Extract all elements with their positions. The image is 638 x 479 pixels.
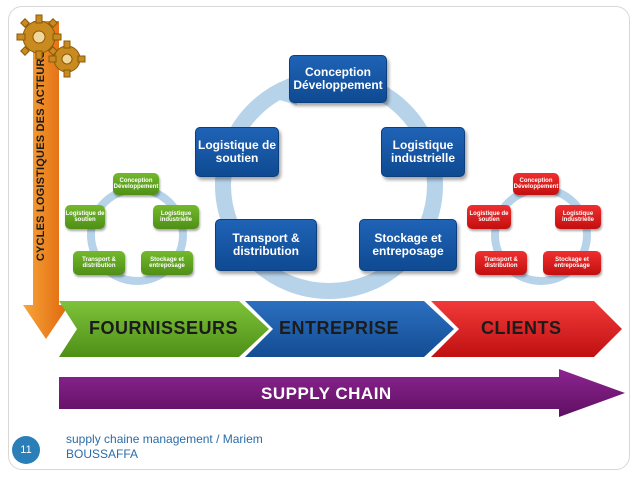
green-transport-box: Transport & distribution (73, 251, 125, 275)
gears-icon (16, 14, 86, 78)
red-transport-box: Transport & distribution (475, 251, 527, 275)
main-conception-box: Conception Développement (289, 55, 387, 103)
footer-text: supply chaine management / Mariem BOUSSA… (66, 432, 263, 461)
green-logistique-industrielle-box: Logistique industrielle (153, 205, 199, 229)
fournisseurs-label: FOURNISSEURS (89, 318, 239, 338)
green-logistique-soutien-box: Logistique de soutien (65, 205, 105, 229)
vertical-orange-arrow (23, 21, 69, 339)
red-logistique-soutien-box: Logistique de soutien (467, 205, 511, 229)
main-transport-box: Transport & distribution (215, 219, 317, 271)
supply-chain-arrow (59, 369, 625, 417)
main-logistique-industrielle-box: Logistique industrielle (381, 127, 465, 177)
red-logistique-industrielle-box: Logistique industrielle (555, 205, 601, 229)
red-stockage-box: Stockage et entreposage (543, 251, 601, 275)
red-conception-box: Conception Développement (513, 173, 559, 195)
main-stockage-box: Stockage et entreposage (359, 219, 457, 271)
green-stockage-box: Stockage et entreposage (141, 251, 193, 275)
actors-chevron-band (59, 301, 622, 357)
main-logistique-soutien-box: Logistique de soutien (195, 127, 279, 177)
supply-chain-label: SUPPLY CHAIN (261, 384, 392, 403)
slide-number-badge: 11 (12, 436, 40, 464)
entreprise-label: ENTREPRISE (279, 318, 400, 338)
slide: CYCLES LOGISTIQUES DES ACTEURS Conceptio… (8, 6, 630, 470)
green-conception-box: Conception Développement (113, 173, 159, 195)
clients-label: CLIENTS (481, 318, 562, 338)
